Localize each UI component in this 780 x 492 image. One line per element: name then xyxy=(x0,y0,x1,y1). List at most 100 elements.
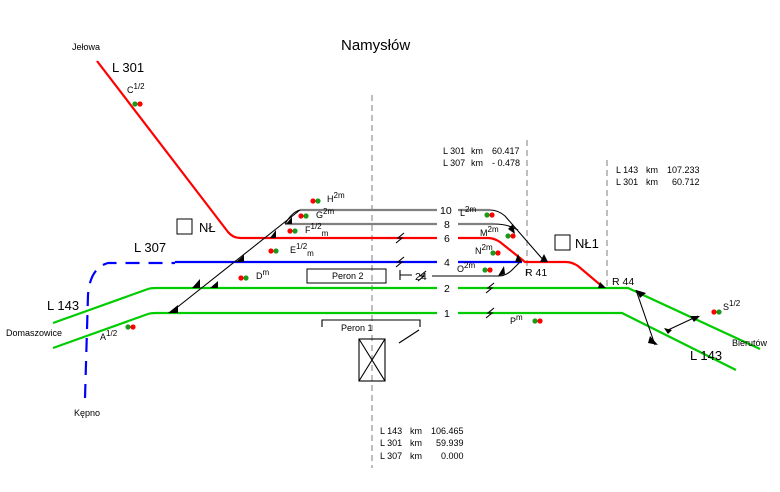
track-number-1: 1 xyxy=(444,308,450,320)
line-l301-track xyxy=(96,60,437,240)
signal-lamp-icon xyxy=(490,250,496,256)
signal-lamp-icon xyxy=(716,309,722,315)
signal-l: L2m xyxy=(460,205,495,218)
station-title: Namysłów xyxy=(341,37,410,54)
signal-box-nl-label: NŁ xyxy=(199,220,216,235)
signal-f: F1/2m xyxy=(287,222,329,238)
track-24-buffer-stop xyxy=(399,270,412,280)
track-6-east xyxy=(458,236,605,289)
station-building xyxy=(358,338,386,382)
platform-1 xyxy=(321,319,421,344)
switch-r41: R 41 xyxy=(525,267,547,279)
signal-lamp-icon xyxy=(268,248,274,254)
signal-m: M2m xyxy=(480,225,516,239)
signal-lamp-icon xyxy=(238,275,244,281)
signal-lamp-icon xyxy=(484,212,490,218)
platform-1-label: Peron 1 xyxy=(341,323,373,333)
platform-2-label: Peron 2 xyxy=(332,271,364,281)
signal-lamp-icon xyxy=(137,101,143,107)
signal-box-nl xyxy=(176,218,193,235)
signal-lamp-icon xyxy=(130,324,136,330)
signal-lamp-icon xyxy=(303,213,309,219)
track-1 xyxy=(52,311,437,350)
signal-lamp-icon xyxy=(292,228,298,234)
signal-lamp-icon xyxy=(505,233,511,239)
signal-a-label: A1/2 xyxy=(100,329,118,342)
signal-g: G2m xyxy=(298,207,334,220)
switch-r44: R 44 xyxy=(612,276,634,288)
track-number-4: 4 xyxy=(444,257,450,269)
track-10-east-curve xyxy=(489,209,546,263)
signal-m-label: M2m xyxy=(480,225,499,238)
signal-lamp-icon xyxy=(315,198,321,204)
platform-2 xyxy=(306,268,387,284)
signal-lamp-icon xyxy=(532,318,538,324)
west-crossover xyxy=(169,209,301,314)
signal-c: C1/2 xyxy=(127,82,145,107)
signal-o-label: O2m xyxy=(457,261,475,274)
signal-e-label: E1/2m xyxy=(290,242,314,258)
signal-a: A1/2 xyxy=(100,324,136,342)
signal-p-label: Pm xyxy=(510,313,523,326)
place-bierutow: Bierutów xyxy=(732,338,768,348)
signal-h-label: H2m xyxy=(327,191,345,204)
track-8-east-curve xyxy=(493,223,519,231)
place-domaszowice: Domaszowice xyxy=(6,328,62,338)
signal-n: N2m xyxy=(475,243,501,256)
signal-lamp-icon xyxy=(298,213,304,219)
signal-c-label: C1/2 xyxy=(127,82,145,95)
signal-s-label: S1/2 xyxy=(723,299,741,312)
signal-lamp-icon xyxy=(487,267,493,273)
line-label-l143-west: L 143 xyxy=(47,298,79,313)
line-label-l143-east: L 143 xyxy=(690,348,722,363)
track-number-8: 8 xyxy=(444,219,450,231)
signal-g-label: G2m xyxy=(316,207,334,220)
signal-h: H2m xyxy=(310,191,345,204)
signal-lamp-icon xyxy=(711,309,717,315)
signal-lamp-icon xyxy=(273,248,279,254)
place-kepno: Kępno xyxy=(74,408,100,418)
signal-box-nl1 xyxy=(554,234,571,251)
signal-e: E1/2m xyxy=(268,242,314,258)
signal-d-label: Dm xyxy=(256,268,270,281)
signal-lamp-icon xyxy=(482,267,488,273)
signal-lamp-icon xyxy=(537,318,543,324)
insulated-joints xyxy=(395,232,495,319)
track-number-2: 2 xyxy=(444,283,450,295)
line-l307-dashed xyxy=(83,261,175,399)
signal-lamp-icon xyxy=(132,101,138,107)
track-2-east xyxy=(458,286,761,350)
signal-box-nl1-label: NŁ1 xyxy=(575,236,599,251)
signal-s: S1/2 xyxy=(711,299,741,315)
place-jelowa: Jełowa xyxy=(72,42,100,52)
east-crossover-1 xyxy=(635,289,656,346)
track-1-east xyxy=(458,311,737,371)
signal-lamp-icon xyxy=(495,250,501,256)
track-24 xyxy=(432,261,521,277)
signal-n-label: N2m xyxy=(475,243,493,256)
track-2 xyxy=(52,286,437,325)
track-number-6: 6 xyxy=(444,233,450,245)
signal-f-label: F1/2m xyxy=(305,222,329,238)
signal-lamp-icon xyxy=(489,212,495,218)
line-label-l307: L 307 xyxy=(134,240,166,255)
signal-lamp-icon xyxy=(243,275,249,281)
signal-l-label: L2m xyxy=(460,205,476,218)
signal-p: Pm xyxy=(510,313,543,326)
signal-o: O2m xyxy=(457,261,493,274)
signal-d: Dm xyxy=(238,268,270,281)
signal-lamp-icon xyxy=(510,233,516,239)
signal-lamp-icon xyxy=(125,324,131,330)
signal-lamp-icon xyxy=(287,228,293,234)
